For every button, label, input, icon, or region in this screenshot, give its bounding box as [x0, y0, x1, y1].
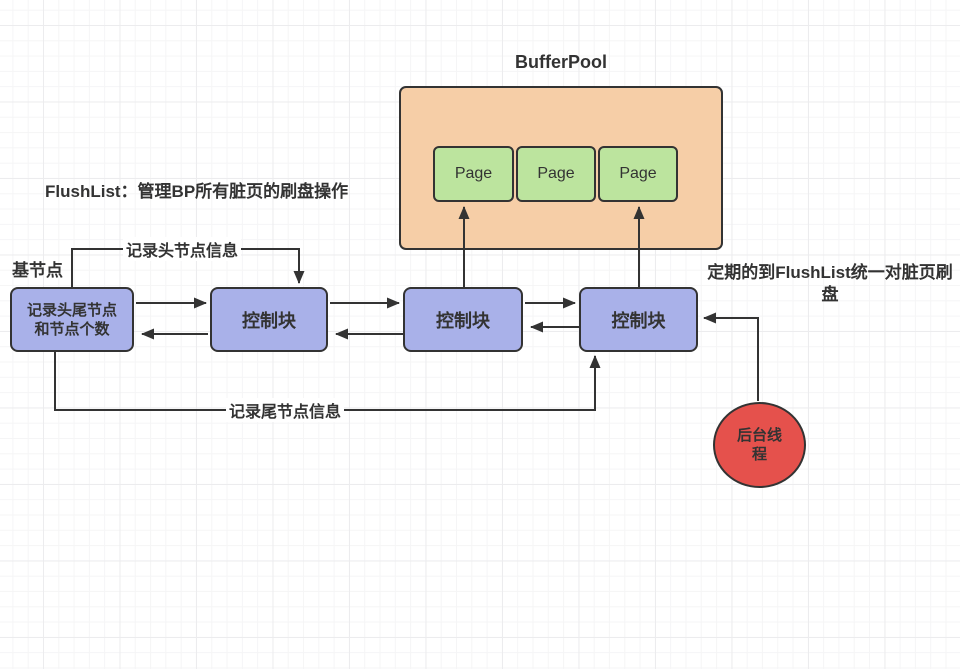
base-node-box[interactable]: 记录头尾节点 和节点个数 — [10, 287, 134, 352]
bufferpool-title: BufferPool — [515, 52, 607, 72]
connector-thread-to-cb3 — [703, 312, 759, 401]
background-thread-text-line1: 后台线 — [736, 427, 782, 444]
base-node-text-line1: 记录头尾节点 — [26, 301, 117, 319]
periodic-flush-note: 定期的到FlushList统一对脏页刷盘 — [707, 263, 953, 304]
connector-label-head-info: 记录头节点信息 — [122, 237, 242, 261]
background-thread-circle[interactable]: 后台线 程 — [713, 402, 806, 488]
base-node-text-line2: 和节点个数 — [34, 320, 110, 338]
connector-label-tail-info: 记录尾节点信息 — [225, 398, 345, 422]
background-thread-text-line2: 程 — [751, 446, 767, 463]
control-block-1[interactable]: 控制块 — [210, 287, 328, 352]
base-node-label: 基节点 — [12, 261, 63, 280]
page-box-1[interactable]: Page — [433, 146, 514, 202]
control-block-3[interactable]: 控制块 — [579, 287, 698, 352]
page-box-3[interactable]: Page — [598, 146, 678, 202]
control-block-2[interactable]: 控制块 — [403, 287, 523, 352]
flushlist-caption: FlushList：管理BP所有脏页的刷盘操作 — [45, 182, 349, 201]
page-box-2[interactable]: Page — [516, 146, 596, 202]
